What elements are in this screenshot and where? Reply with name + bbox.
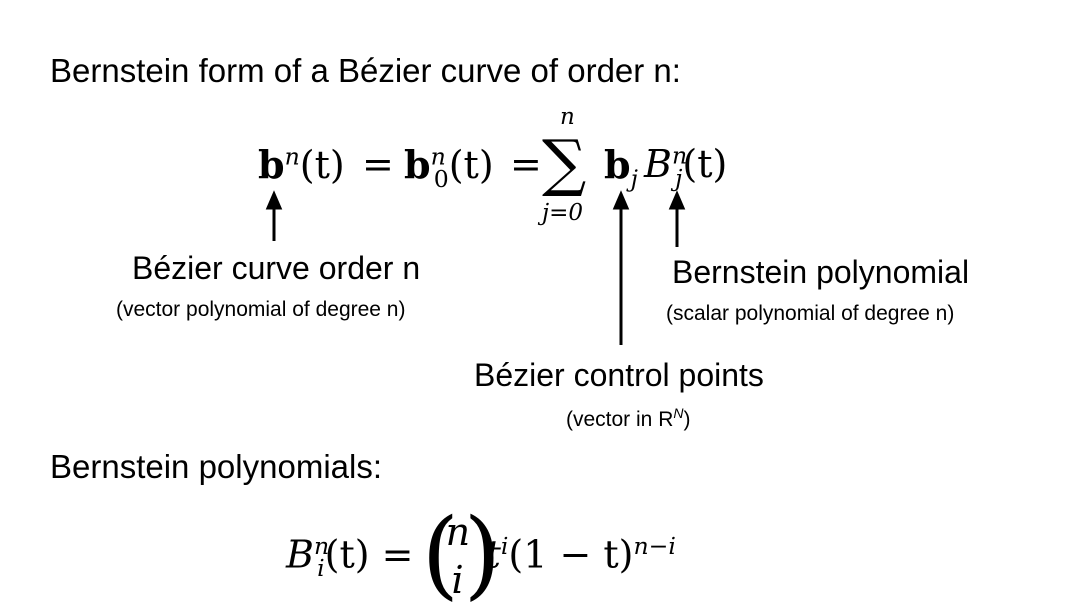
label-bernstein-polynomial-sub: (scalar polynomial of degree n) (666, 302, 955, 325)
label-curve-order-sub: (vector polynomial of degree n) (116, 298, 406, 321)
heading-bernstein-polynomials: Bernstein polynomials: (50, 448, 382, 485)
bernstein-polynomial-equation: Bni(t) = ( n i ) ti(1 − t)n−i (286, 498, 676, 610)
bezier-equation: bn(t) = bn0(t) = n ∑ j=0 bj Bnj(t) (258, 104, 778, 234)
heading-bernstein-form: Bernstein form of a Bézier curve of orde… (50, 52, 681, 89)
arrow-curve-head (265, 190, 283, 210)
binomial-coefficient: ( n i ) (421, 498, 502, 610)
label-curve-order: Bézier curve order n (132, 250, 421, 286)
arrow-bernstein-head (668, 190, 686, 210)
curve-term-zero: bn0(t) (404, 142, 494, 193)
equals-sign-1: = (362, 142, 394, 186)
equals-sign-2: = (510, 142, 542, 186)
label-control-points: Bézier control points (474, 357, 764, 393)
control-point-term: bj (604, 142, 638, 193)
arrow-control-points-head (612, 190, 630, 210)
curve-term: bn(t) (258, 142, 345, 187)
label-control-points-sub: (vector in RN) (566, 405, 691, 431)
bernstein-term: Bnj(t) (644, 141, 728, 192)
summation-sign: ∑ (542, 126, 587, 199)
sum-upper-limit: n (560, 104, 575, 130)
label-bernstein-polynomial: Bernstein polynomial (672, 254, 970, 290)
sum-lower-limit: j=0 (542, 200, 584, 226)
